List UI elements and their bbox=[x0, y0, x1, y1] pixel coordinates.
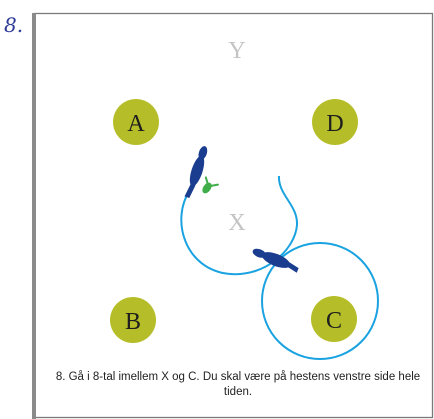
marker-c-label: C bbox=[326, 308, 342, 334]
marker-a-label: A bbox=[127, 111, 145, 137]
horse-icon bbox=[184, 146, 208, 198]
arena-left-edge bbox=[32, 13, 36, 419]
figure-eight-path-c bbox=[261, 242, 379, 360]
horse-icon-crossing bbox=[252, 248, 299, 273]
instruction-text: 8. Gå i 8-tal imellem X og C. Du skal væ… bbox=[55, 371, 421, 398]
marker-c: C bbox=[311, 296, 357, 342]
letter-y: Y bbox=[228, 38, 245, 64]
marker-a: A bbox=[113, 99, 159, 145]
marker-d-label: D bbox=[326, 111, 343, 137]
marker-d: D bbox=[312, 99, 358, 145]
marker-b-label: B bbox=[125, 309, 141, 335]
handler-icon bbox=[202, 176, 219, 194]
letter-x: X bbox=[228, 210, 245, 236]
marker-b: B bbox=[110, 297, 156, 343]
figure-eight-path-x bbox=[180, 175, 299, 276]
exercise-number: 8. bbox=[4, 13, 23, 37]
